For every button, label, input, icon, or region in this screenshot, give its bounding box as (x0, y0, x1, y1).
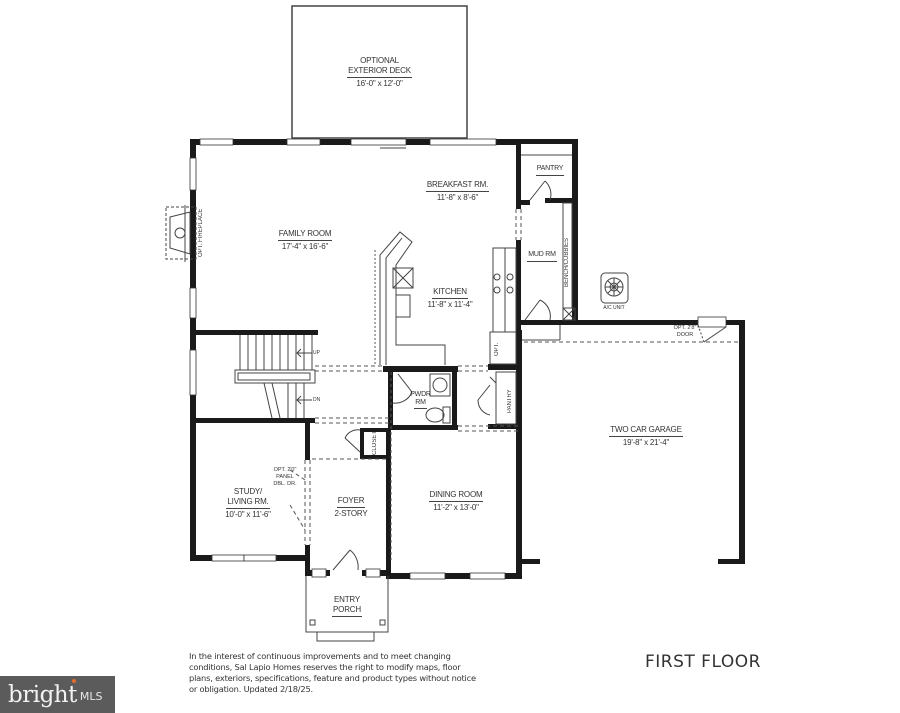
bright-mls-logo: bright MLS (0, 676, 115, 713)
mud-room-label: MUD RM (524, 250, 560, 262)
disclaimer-text: In the interest of continuous improvemen… (189, 651, 476, 694)
logo-wordmark: bright (8, 681, 77, 708)
deck-label: OPTIONAL EXTERIOR DECK 16'-0" x 12'-0" (347, 56, 412, 88)
study-label: STUDY/ LIVING RM. 10'-0" x 11'-6" (225, 487, 271, 519)
breakfast-room-label: BREAKFAST RM. 11'-8" x 8'-6" (425, 180, 490, 202)
logo-accent-dot-icon (72, 679, 76, 683)
logo-suffix: MLS (79, 690, 103, 703)
garage-label: TWO CAR GARAGE 19'-8" x 21'-4" (609, 425, 683, 447)
pantry-upper-label: PANTRY (530, 164, 570, 176)
deck-outline (291, 5, 468, 139)
dining-room-label: DINING ROOM 11'-2" x 13'-0" (428, 490, 484, 512)
powder-room-label: PWDR RM (408, 390, 433, 409)
windows (189, 138, 727, 580)
garage-door-opt-label: OPT. 2'8" DOOR (673, 325, 697, 338)
entry-porch-label: ENTRY PORCH (325, 594, 369, 617)
closet-label: CLOSET (372, 431, 378, 456)
opt-cabinet-label: OPT. (494, 342, 500, 356)
stairs-down-label: DN (313, 397, 321, 403)
foyer-label: FOYER 2-STORY (334, 496, 368, 518)
pantry-lower-label: PANTRY (507, 389, 513, 413)
study-door-label: OPT. 2'0" PANEL DBL. DR. (273, 467, 297, 487)
family-room-label: FAMILY ROOM 17'-4" x 16'-6" (277, 229, 333, 251)
stairs-up-label: UP (313, 350, 320, 356)
fireplace-label: OPT. FIREPLACE (198, 208, 204, 258)
kitchen-label: KITCHEN 11'-8" x 11'-4" (427, 287, 473, 309)
ac-unit-label: A/C UNIT (603, 305, 625, 311)
floor-title: FIRST FLOOR (645, 652, 761, 672)
bench-cubbies-label: BENCH/CUBBIES (564, 237, 570, 287)
